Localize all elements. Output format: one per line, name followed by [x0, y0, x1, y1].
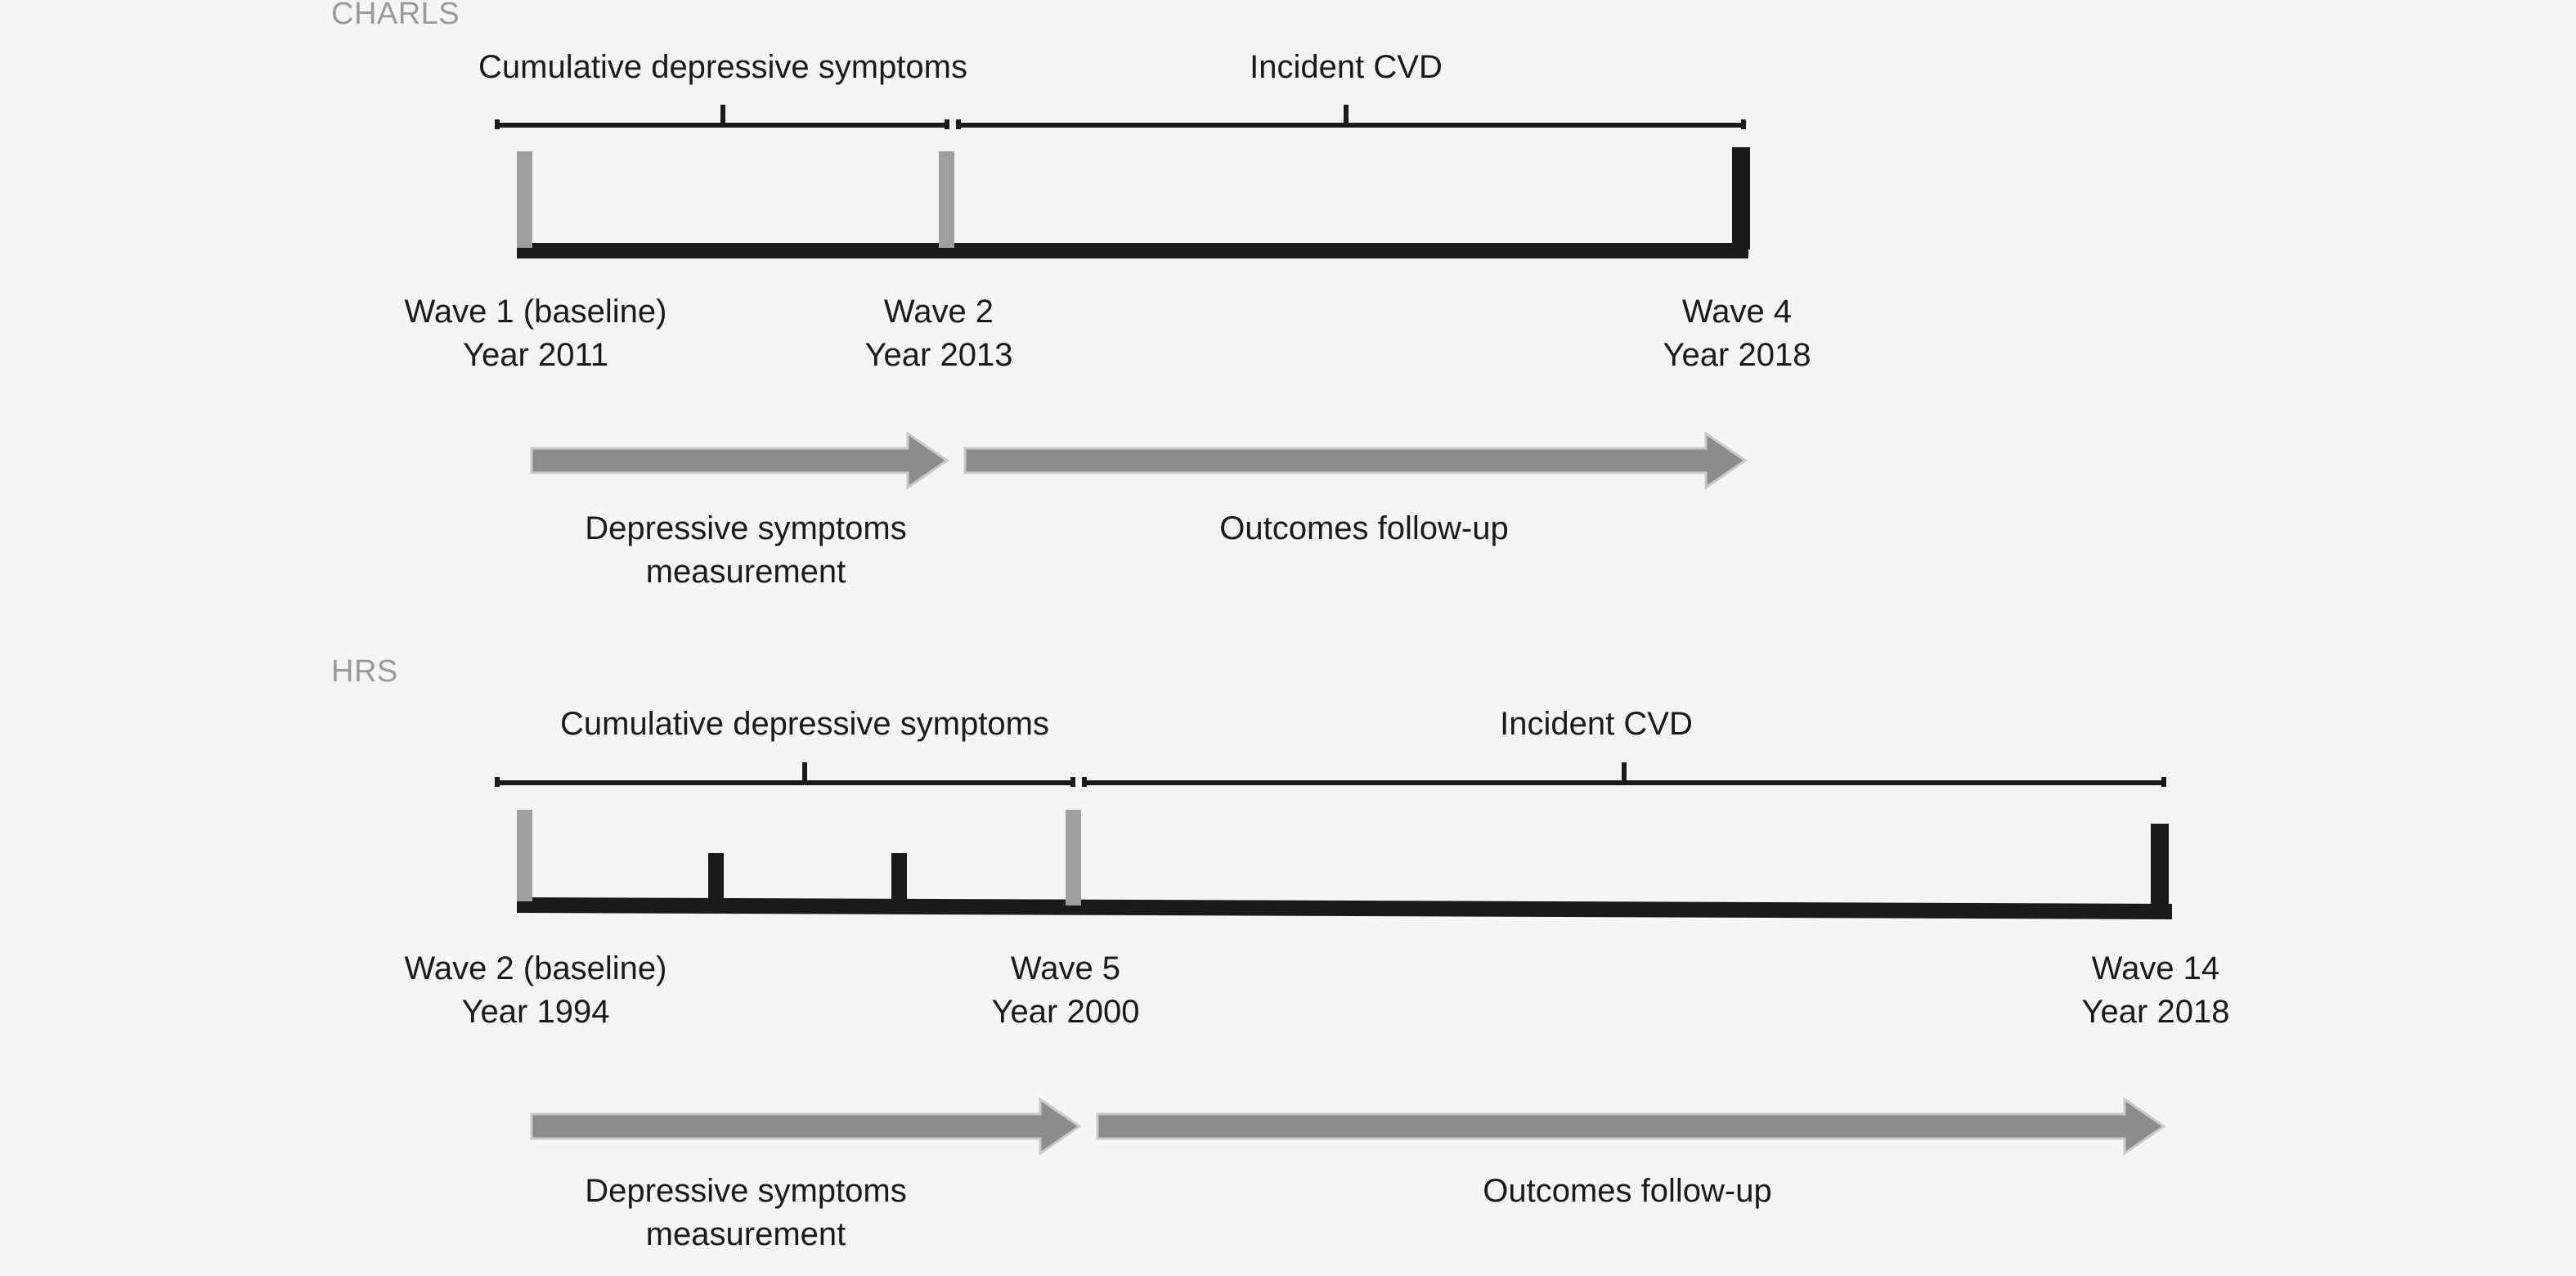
bracket-label-incident-cvd-charls: Incident CVD: [1250, 49, 1443, 85]
bracket-label-cumulative-depressive-symptoms-charls: Cumulative depressive symptoms: [478, 49, 967, 85]
study-name-hrs: HRS: [331, 654, 398, 689]
wave-marker-hrs-1: [1066, 810, 1081, 905]
wave-tick-hrs-b: [891, 853, 907, 904]
wave-name: Wave 5: [1010, 950, 1121, 986]
wave-marker-charls-1: [939, 151, 954, 248]
bracket-label-incident-cvd-hrs: Incident CVD: [1500, 706, 1693, 742]
wave-tick-hrs-a: [708, 853, 724, 902]
caption-line-1: Depressive symptoms: [585, 510, 907, 546]
wave-label-charls-1: Wave 2 Year 2013: [865, 290, 1013, 377]
bracket-label-cumulative-depressive-symptoms-hrs: Cumulative depressive symptoms: [560, 706, 1049, 742]
bracket-incident-cvd-hrs: [1082, 762, 2166, 787]
wave-marker-hrs-0: [517, 810, 532, 901]
wave-year: Year 2000: [991, 993, 1140, 1030]
arrow-caption-depressive-symptoms-measurement-hrs: Depressive symptoms measurement: [585, 1170, 906, 1256]
study-name-charls: CHARLS: [331, 0, 460, 31]
arrow-outcomes-follow-up-hrs: [1096, 1097, 2166, 1156]
arrow-caption-depressive-symptoms-measurement-charls: Depressive symptoms measurement: [585, 507, 906, 594]
wave-name: Wave 1 (baseline): [404, 294, 667, 330]
wave-label-hrs-1: Wave 5 Year 2000: [992, 947, 1140, 1034]
wave-name: Wave 2: [883, 294, 994, 330]
arrow-caption-outcomes-follow-up-charls: Outcomes follow-up: [1219, 507, 1508, 550]
wave-marker-charls-0: [517, 151, 532, 248]
wave-year: Year 2013: [864, 336, 1013, 373]
wave-name: Wave 14: [2091, 950, 2220, 986]
wave-label-charls-0: Wave 1 (baseline) Year 2011: [405, 290, 667, 377]
wave-year: Year 2018: [1663, 336, 1811, 373]
timeline-baseline-charls: [517, 243, 1748, 258]
wave-marker-charls-2: [1732, 147, 1750, 249]
wave-year: Year 1994: [461, 993, 610, 1030]
wave-label-hrs-0: Wave 2 (baseline) Year 1994: [405, 947, 667, 1034]
caption-line-1: Outcomes follow-up: [1483, 1173, 1772, 1209]
caption-line-2: measurement: [645, 1215, 846, 1252]
bracket-cumulative-depressive-symptoms-charls: [495, 105, 949, 129]
arrow-depressive-symptoms-measurement-hrs: [530, 1097, 1082, 1156]
bracket-incident-cvd-charls: [956, 105, 1746, 129]
arrow-depressive-symptoms-measurement-charls: [530, 431, 949, 490]
arrow-caption-outcomes-follow-up-hrs: Outcomes follow-up: [1483, 1170, 1771, 1213]
caption-line-2: measurement: [645, 553, 846, 590]
bracket-cumulative-depressive-symptoms-hrs: [495, 762, 1075, 787]
wave-label-hrs-2: Wave 14 Year 2018: [2082, 947, 2230, 1034]
timeline-baseline-hrs: [517, 897, 2172, 919]
wave-marker-hrs-2: [2151, 824, 2169, 918]
wave-label-charls-2: Wave 4 Year 2018: [1663, 290, 1811, 377]
caption-line-1: Depressive symptoms: [585, 1173, 907, 1209]
wave-name: Wave 2 (baseline): [404, 950, 667, 986]
arrow-outcomes-follow-up-charls: [963, 431, 1748, 490]
wave-name: Wave 4: [1681, 294, 1793, 330]
wave-year: Year 2018: [2081, 993, 2230, 1030]
caption-line-1: Outcomes follow-up: [1219, 510, 1509, 546]
wave-year: Year 2011: [463, 336, 608, 373]
